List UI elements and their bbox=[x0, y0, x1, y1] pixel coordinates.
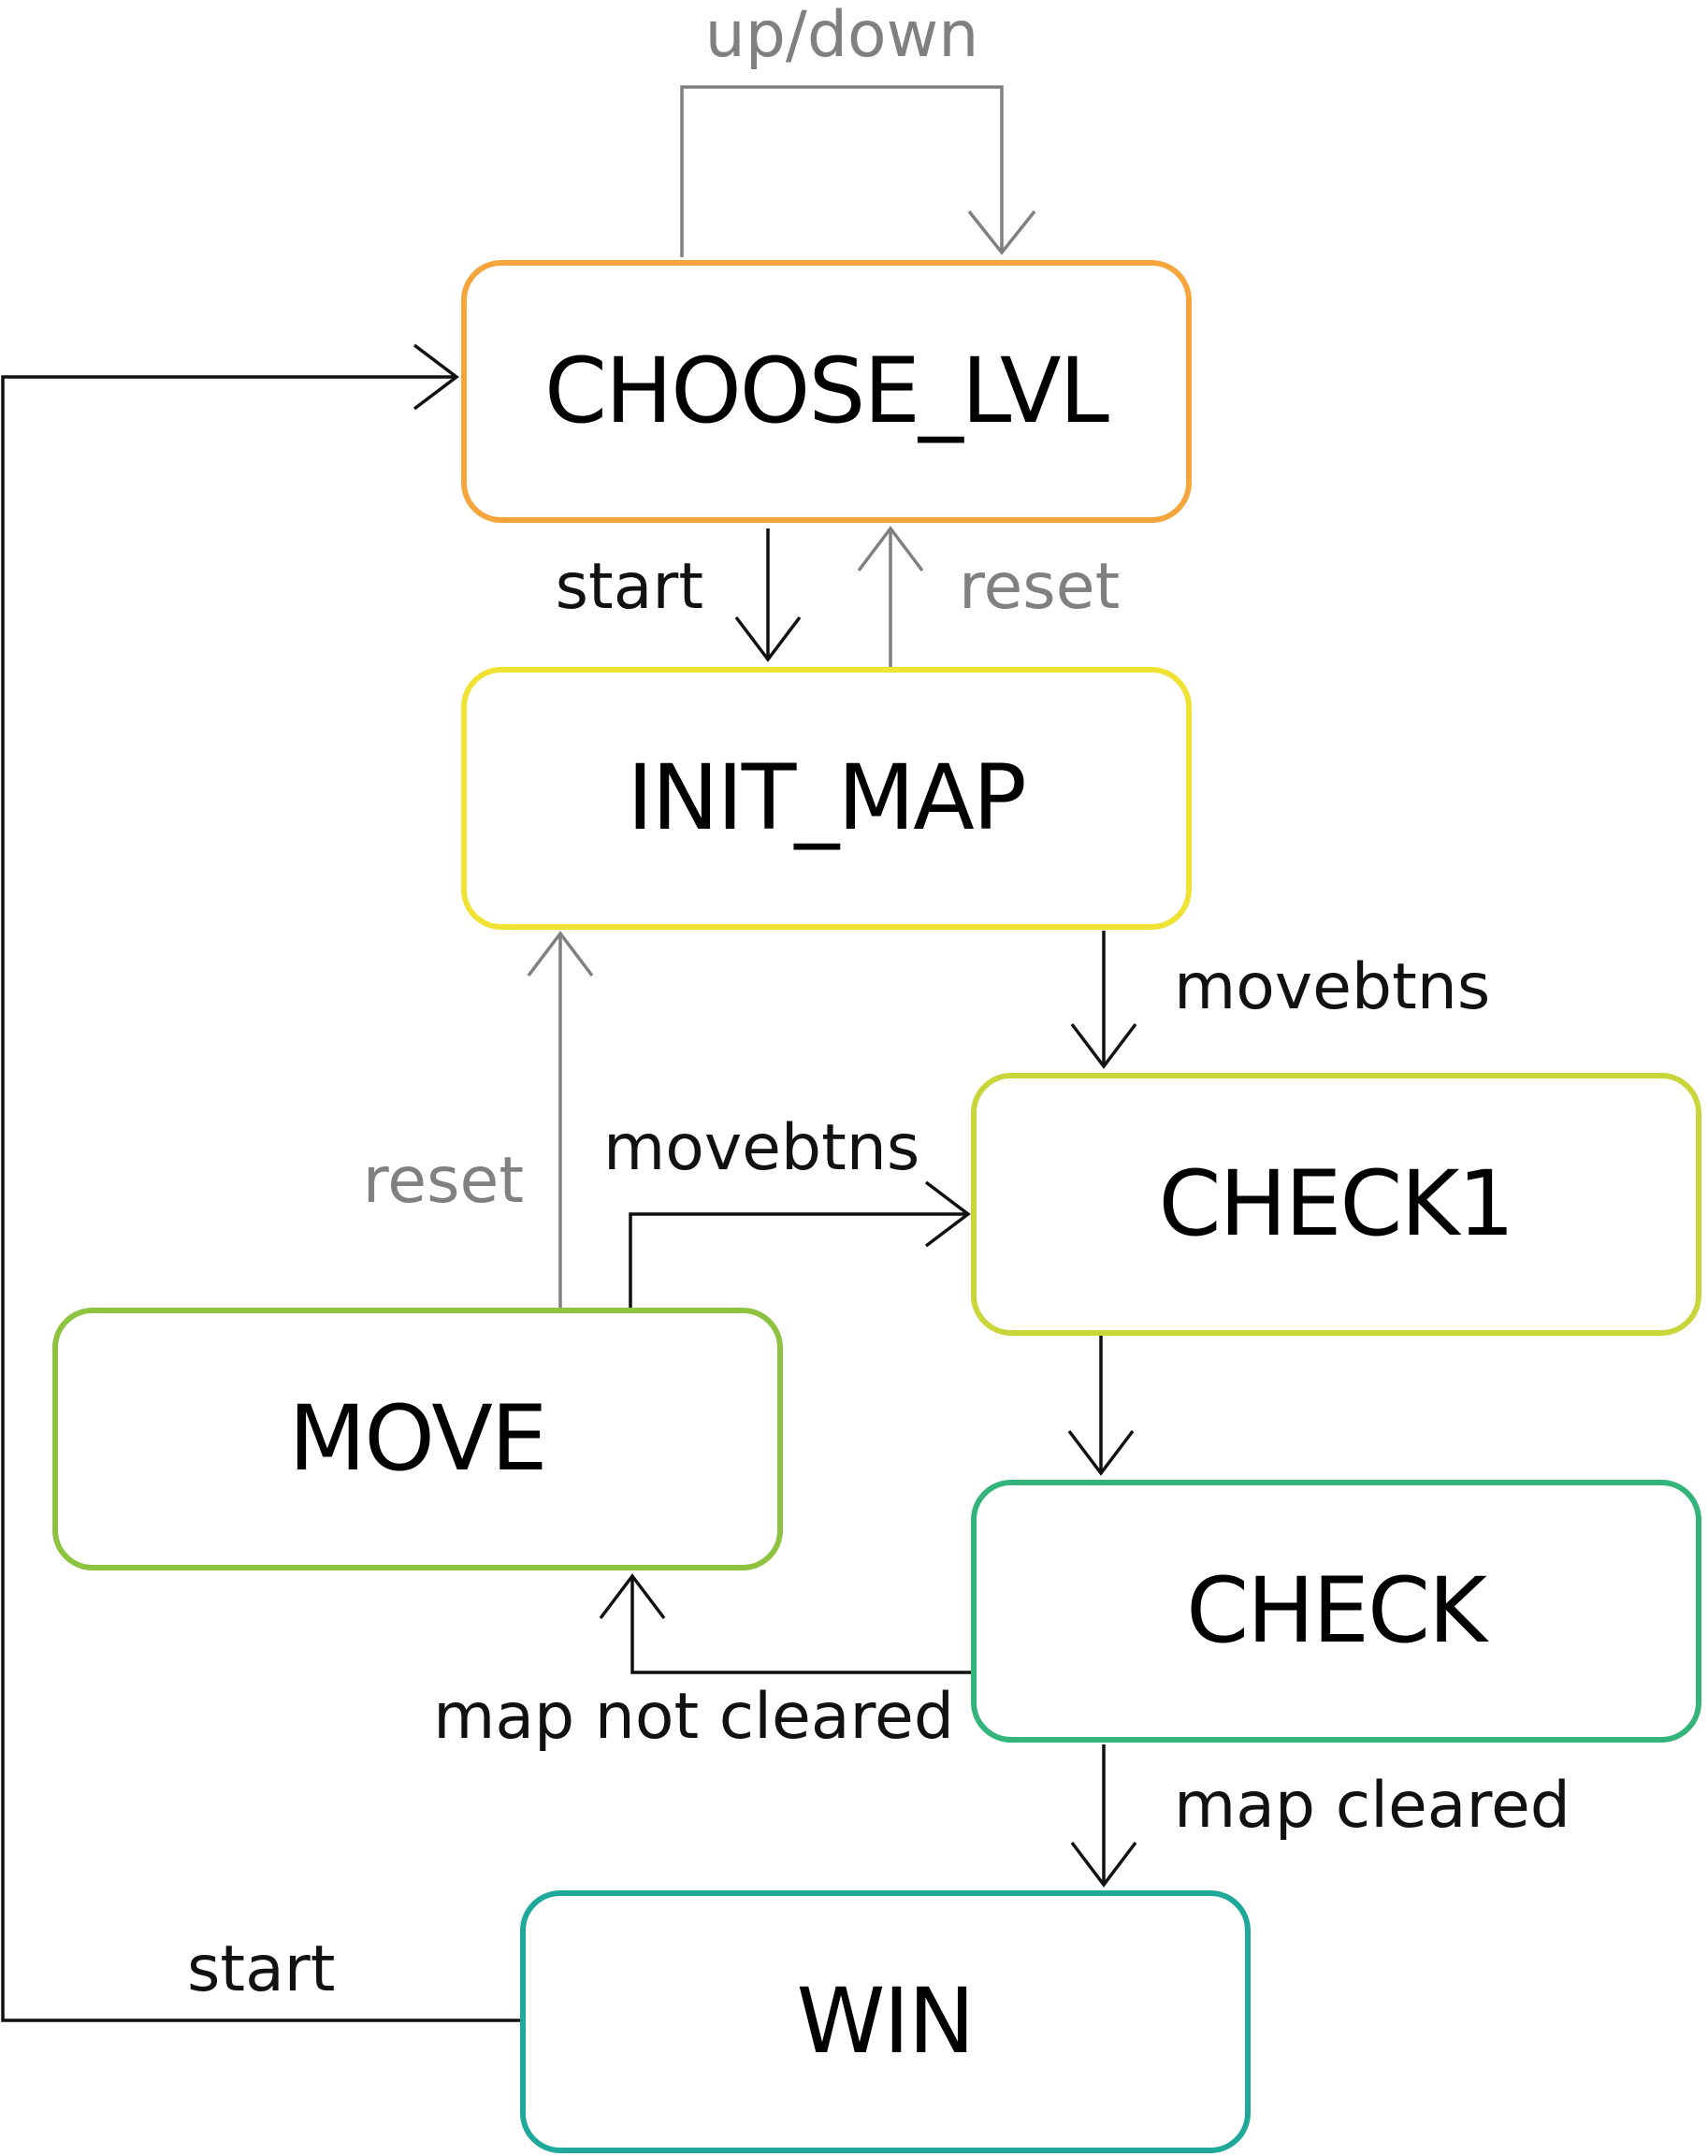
state-check1: CHECK1 bbox=[971, 1073, 1701, 1336]
edge-init-to-choose bbox=[857, 526, 924, 667]
label-map-cleared: map cleared bbox=[1174, 1769, 1570, 1843]
edge-check-to-win bbox=[1070, 1744, 1137, 1888]
label-reset-move-to-init: reset bbox=[363, 1144, 524, 1218]
state-win-label: WIN bbox=[796, 1969, 973, 2074]
edge-choose-to-init bbox=[734, 528, 802, 662]
state-move: MOVE bbox=[52, 1308, 783, 1570]
edge-choose-lvl-self-loop bbox=[680, 85, 1036, 257]
label-start-choose-to-init: start bbox=[556, 550, 703, 624]
state-init-map: INIT_MAP bbox=[461, 667, 1192, 930]
edge-win-to-choose bbox=[1, 343, 521, 2022]
state-move-label: MOVE bbox=[288, 1386, 545, 1491]
edge-move-to-init bbox=[527, 931, 594, 1308]
label-up-down: up/down bbox=[705, 0, 979, 72]
state-check-box bbox=[971, 1480, 1701, 1743]
state-init-map-box bbox=[461, 667, 1192, 930]
edge-move-to-check1 bbox=[629, 1180, 971, 1308]
edge-check-to-move bbox=[599, 1573, 973, 1674]
edge-init-to-check1 bbox=[1070, 931, 1137, 1069]
state-win: WIN bbox=[520, 1890, 1251, 2153]
label-movebtns-init-to-check1: movebtns bbox=[1174, 950, 1490, 1024]
label-map-not-cleared: map not cleared bbox=[433, 1680, 954, 1754]
state-check: CHECK bbox=[971, 1480, 1701, 1743]
state-check-label: CHECK bbox=[1186, 1558, 1489, 1663]
label-start-win-to-choose: start bbox=[187, 1932, 335, 2006]
label-reset-init-to-choose: reset bbox=[959, 550, 1120, 624]
state-win-box bbox=[520, 1890, 1251, 2153]
state-init-map-label: INIT_MAP bbox=[627, 745, 1024, 850]
state-choose-lvl-box bbox=[461, 260, 1192, 523]
state-move-box bbox=[52, 1308, 783, 1570]
label-movebtns-move-to-check1: movebtns bbox=[603, 1111, 919, 1185]
state-choose-lvl-label: CHOOSE_LVL bbox=[544, 339, 1109, 443]
state-choose-lvl: CHOOSE_LVL bbox=[461, 260, 1192, 523]
state-check1-box bbox=[971, 1073, 1701, 1336]
state-check1-label: CHECK1 bbox=[1159, 1151, 1513, 1256]
edge-check1-to-check bbox=[1067, 1335, 1135, 1476]
